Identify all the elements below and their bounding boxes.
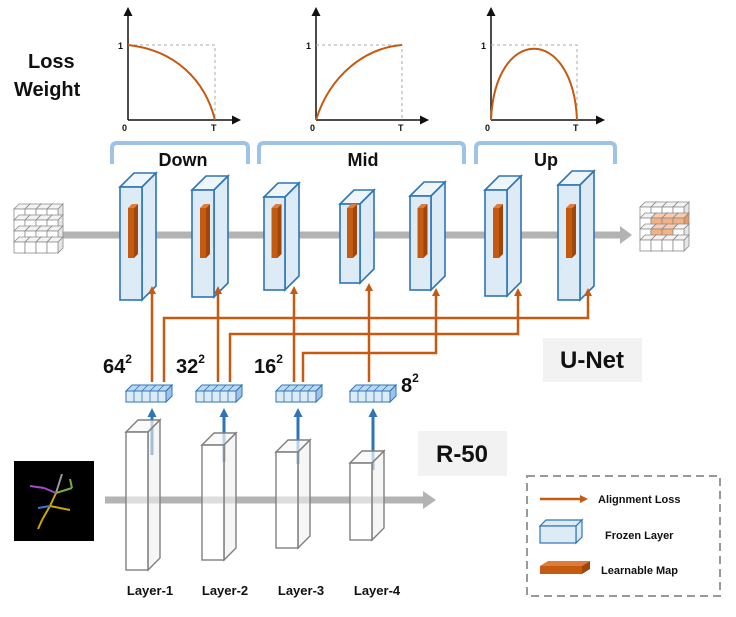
legend-learnable-map-label: Learnable Map (601, 565, 678, 577)
backbone-layer-4 (348, 449, 386, 542)
backbone-feature-arrows (147, 408, 378, 470)
stage-label-up: Up (534, 150, 558, 170)
legend-frozen-layer-label: Frozen Layer (605, 530, 674, 542)
projector-64 (124, 383, 174, 404)
unet-label: U-Net (560, 347, 624, 374)
loss-plot-mid-xT: T (398, 123, 404, 133)
unet-block-up-1 (483, 174, 523, 298)
legend: Alignment Loss Frozen Layer Learnable Ma… (526, 475, 721, 597)
resolution-label-16: 162 (254, 352, 283, 378)
loss-weight-label-line1: Loss (28, 51, 75, 73)
input-grid-cell (46, 236, 64, 254)
unet-block-down-2-learnable-map (200, 204, 210, 258)
unet-block-mid-3-learnable-map (417, 204, 428, 258)
legend-frozen-layer-icon (538, 518, 584, 545)
projector-blocks (124, 383, 398, 404)
output-latent-grid (639, 201, 690, 252)
legend-alignment-loss-label: Alignment Loss (598, 494, 681, 506)
backbone-label: R-50 (436, 441, 488, 468)
unet-block-mid-2 (338, 188, 376, 285)
unet-block-down-1 (118, 171, 158, 302)
resolution-label-64: 642 (103, 352, 132, 378)
input-latent-grid (13, 203, 64, 254)
layer-label-1: Layer-1 (127, 583, 173, 598)
unet-block-up-2 (556, 169, 596, 302)
layer-label-4: Layer-4 (354, 583, 401, 598)
unet-block-down-1-learnable-map (128, 204, 138, 258)
unet-block-mid-3 (408, 180, 447, 292)
unet-block-mid-2-learnable-map (347, 204, 357, 258)
backbone-layer-2 (200, 431, 238, 562)
resolution-label-32: 322 (176, 352, 205, 378)
input-pose-image (14, 461, 94, 541)
loss-plot-up-xT: T (573, 123, 579, 133)
loss-plot-down-xT: T (211, 123, 217, 133)
stage-label-down: Down (159, 150, 208, 170)
backbone-layer-1 (124, 418, 162, 572)
backbone-layer-3 (274, 438, 312, 550)
loss-plot-mid-y1: 1 (306, 41, 311, 51)
unet-block-mid-1-learnable-map (271, 204, 282, 258)
loss-plot-up-y1: 1 (481, 41, 486, 51)
stage-bracket-mid: Mid (257, 141, 466, 170)
projector-8 (348, 383, 398, 404)
unet-label-box: U-Net (543, 338, 642, 382)
unet-block-mid-1 (262, 181, 301, 292)
backbone-label-box: R-50 (418, 431, 507, 476)
projector-32 (194, 383, 244, 404)
loss-plot-mid: 1 0 T (306, 7, 429, 133)
unet-block-up-1-learnable-map (493, 204, 503, 258)
stage-bracket-up: Up (474, 141, 617, 170)
loss-plot-up: 1 0 T (481, 7, 605, 133)
projector-16 (274, 383, 324, 404)
loss-plot-down-y1: 1 (118, 41, 123, 51)
resolution-label-8: 82 (401, 371, 419, 397)
loss-plot-up-x0: 0 (485, 123, 490, 133)
backbone-layers (124, 418, 386, 572)
unet-frozen-blocks (118, 169, 596, 302)
legend-learnable-map-icon (540, 561, 590, 574)
alignment-connections (148, 283, 592, 382)
stage-bracket-down: Down (110, 141, 250, 170)
stage-label-mid: Mid (348, 150, 379, 170)
loss-plot-mid-x0: 0 (310, 123, 315, 133)
unet-block-down-2 (190, 174, 230, 299)
loss-plot-down: 1 0 T (118, 7, 241, 133)
loss-weight-label-line2: Weight (14, 79, 81, 101)
layer-label-3: Layer-3 (278, 583, 324, 598)
loss-plot-down-x0: 0 (122, 123, 127, 133)
output-grid-cell (672, 234, 690, 252)
unet-block-up-2-learnable-map (566, 204, 576, 258)
layer-label-2: Layer-2 (202, 583, 248, 598)
